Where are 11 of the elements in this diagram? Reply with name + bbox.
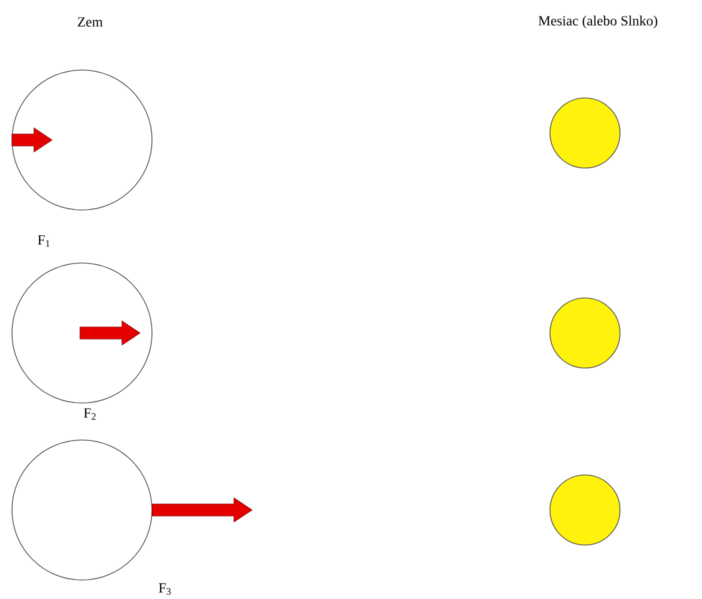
moon-circle <box>550 98 620 168</box>
force-label: F$_{3}$ <box>158 583 171 595</box>
moon-circle <box>550 474 620 546</box>
moon-circle <box>550 298 620 368</box>
heading: Zem <box>78 17 103 27</box>
earth-circle <box>12 262 152 404</box>
force-label: F$_{2}$ <box>84 408 96 420</box>
force-label: F$_{1}$ <box>38 235 50 247</box>
earth-circle <box>12 70 152 210</box>
earth-circle <box>12 440 152 580</box>
heading: Mesiac (alebo Slnko) <box>538 16 658 28</box>
